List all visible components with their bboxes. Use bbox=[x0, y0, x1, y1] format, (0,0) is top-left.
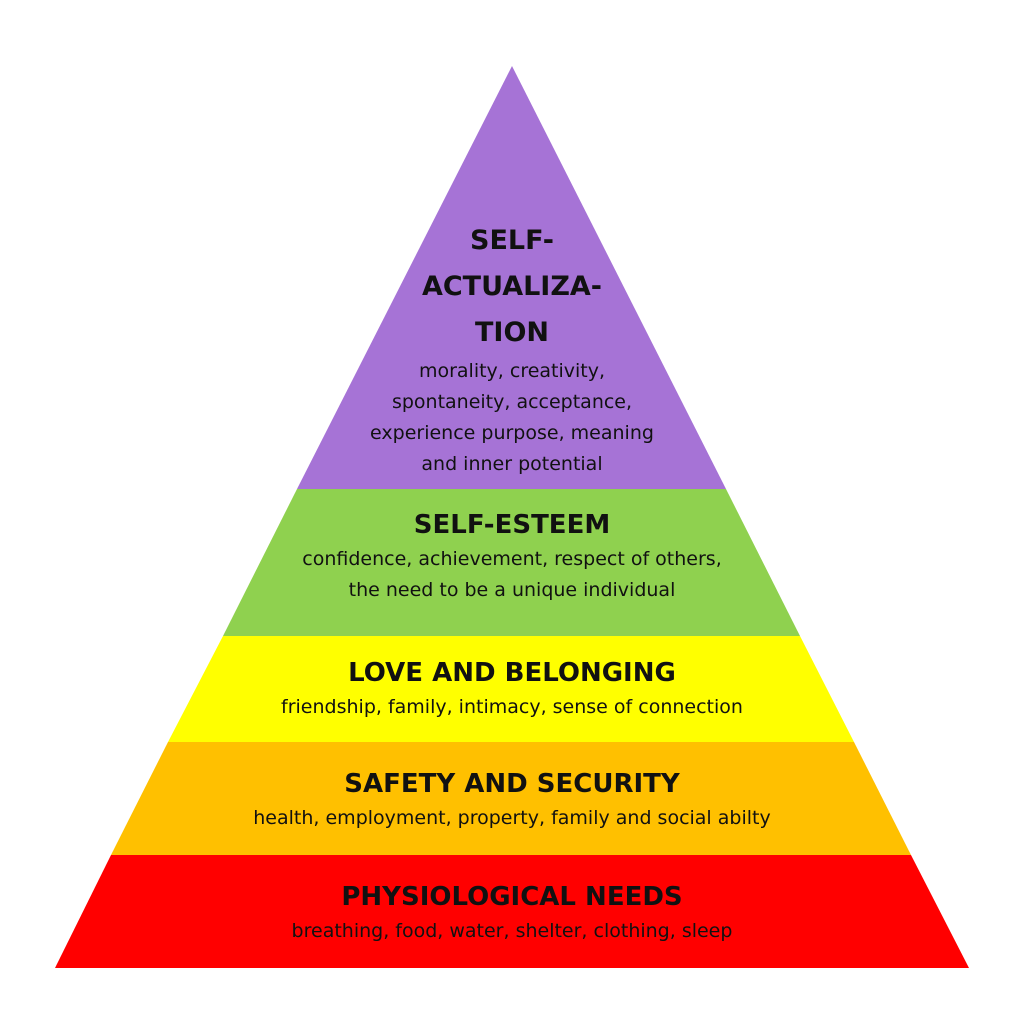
self-esteem-title: SELF-ESTEEM bbox=[413, 510, 611, 540]
love-belonging-text: LOVE AND BELONGING friendship, family, i… bbox=[0, 656, 1024, 723]
self-esteem-description: confidence, achievement, respect of othe… bbox=[302, 548, 722, 601]
self-esteem-text: SELF-ESTEEM confidence, achievement, res… bbox=[0, 508, 1024, 606]
pyramid-level-self-esteem bbox=[223, 489, 800, 636]
love-belonging-title: LOVE AND BELONGING bbox=[348, 658, 676, 688]
safety-security-description: health, employment, property, family and… bbox=[253, 807, 771, 829]
love-belonging-description: friendship, family, intimacy, sense of c… bbox=[281, 696, 743, 718]
pyramid-level-self-actualization bbox=[297, 66, 726, 489]
pyramid-level-physiological bbox=[55, 855, 969, 968]
pyramid-level-love-belonging bbox=[168, 636, 854, 742]
physiological-description: breathing, food, water, shelter, clothin… bbox=[291, 920, 733, 942]
self-actualization-text: SELF- ACTUALIZA- TION morality, creativi… bbox=[0, 218, 1024, 480]
safety-security-title: SAFETY AND SECURITY bbox=[344, 769, 680, 799]
physiological-title: PHYSIOLOGICAL NEEDS bbox=[341, 882, 683, 912]
self-actualization-title: SELF- ACTUALIZA- TION bbox=[421, 225, 603, 348]
safety-security-text: SAFETY AND SECURITY health, employment, … bbox=[0, 767, 1024, 834]
self-actualization-description: morality, creativity, spontaneity, accep… bbox=[370, 360, 654, 475]
physiological-text: PHYSIOLOGICAL NEEDS breathing, food, wat… bbox=[0, 880, 1024, 947]
pyramid-level-safety-security bbox=[111, 742, 911, 855]
